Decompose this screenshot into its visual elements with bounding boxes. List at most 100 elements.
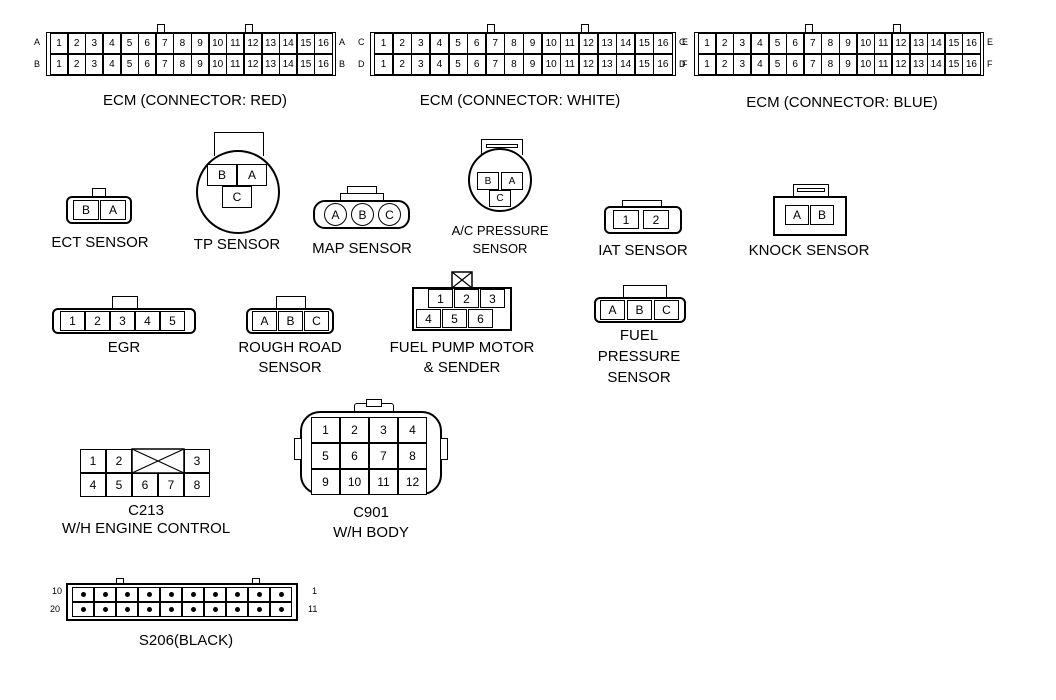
ecm-pin: 11 xyxy=(560,54,580,75)
ecm-pin: 10 xyxy=(208,54,227,75)
ecm-pin: 9 xyxy=(839,54,858,75)
ecm-pin: 3 xyxy=(733,54,752,75)
egr-pin: 5 xyxy=(160,311,185,331)
s206-pin-dot xyxy=(212,592,218,597)
rough-road-label-line1: ROUGH ROAD xyxy=(238,339,342,356)
ecm-pin: 6 xyxy=(786,33,805,54)
ecm-pin: 16 xyxy=(962,54,981,75)
s206-pin-dot xyxy=(190,592,196,597)
c901-pin: 6 xyxy=(340,443,369,469)
ecm-pin: 8 xyxy=(821,54,840,75)
ecm-pin: 13 xyxy=(597,54,617,75)
ecm-row-letter: C xyxy=(679,37,686,47)
ecm-pin: 10 xyxy=(208,33,227,54)
ac-pin: A xyxy=(501,172,523,190)
ecm-pin: 15 xyxy=(296,54,315,75)
s206-corner-label: 10 xyxy=(52,586,63,596)
s206-pin-dot xyxy=(278,592,284,597)
ecm-pin: 14 xyxy=(616,33,636,54)
iat-pin: 1 xyxy=(613,210,639,229)
s206-pin-dot xyxy=(80,607,86,612)
c901-pin: 10 xyxy=(340,469,369,495)
egr-label: EGR xyxy=(107,339,141,356)
ecm-pin: 13 xyxy=(261,54,280,75)
ecm-pin: 12 xyxy=(243,54,262,75)
ecm-row-letter: A xyxy=(34,37,41,47)
ac-pressure-label-line1: A/C PRESSURE xyxy=(451,223,549,238)
ecm-pin: 9 xyxy=(523,54,543,75)
fuel-pressure-label-line1: FUEL xyxy=(619,327,659,344)
s206-pin-dot xyxy=(146,607,152,612)
ecm-pin: 8 xyxy=(821,33,840,54)
ecm-pin: 3 xyxy=(85,54,104,75)
fuel-pump-pin: 4 xyxy=(416,309,441,328)
ecm-pin: 13 xyxy=(909,54,928,75)
ecm-pin: 7 xyxy=(485,33,505,54)
ecm-pin: 6 xyxy=(467,54,487,75)
s206-pin-dot xyxy=(212,607,218,612)
ecm-row-letter: E xyxy=(682,37,689,47)
ecm-latch xyxy=(245,24,254,33)
ecm-pin: 1 xyxy=(374,54,394,75)
c213-pin: 4 xyxy=(80,473,106,497)
ecm-red-label: ECM (CONNECTOR: RED) xyxy=(103,92,287,109)
ecm-pin: 5 xyxy=(768,33,787,54)
ecm-pin: 14 xyxy=(927,33,946,54)
ecm-latch xyxy=(893,24,902,33)
ecm-white-label: ECM (CONNECTOR: WHITE) xyxy=(419,92,621,109)
ecm-pin: 2 xyxy=(392,54,412,75)
tp-pin: C xyxy=(222,186,252,208)
rough-pin: B xyxy=(278,311,303,331)
ecm-row-letter: C xyxy=(358,37,365,47)
fuel-pressure-pin: A xyxy=(600,300,625,320)
c901-pin: 4 xyxy=(398,417,427,443)
ecm-pin: 10 xyxy=(541,54,561,75)
ecm-pin: 16 xyxy=(962,33,981,54)
ect-pin: A xyxy=(100,200,126,220)
ecm-pin: 12 xyxy=(578,33,598,54)
s206-corner-label: 1 xyxy=(312,586,318,596)
ecm-row-letter: B xyxy=(339,59,346,69)
ecm-pin: 14 xyxy=(279,33,298,54)
fuel-pump-pin: 6 xyxy=(468,309,493,328)
ecm-pin: 7 xyxy=(803,54,822,75)
c901-pin: 3 xyxy=(369,417,398,443)
ecm-pin: 12 xyxy=(578,54,598,75)
tp-pin: A xyxy=(237,164,267,186)
ecm-pin: 1 xyxy=(698,33,717,54)
ecm-pin: 12 xyxy=(891,54,910,75)
ecm-pin: 11 xyxy=(226,54,245,75)
ecm-pin: 12 xyxy=(891,33,910,54)
c901-pin: 2 xyxy=(340,417,369,443)
ecm-pin: 1 xyxy=(50,54,69,75)
ecm-pin: 5 xyxy=(768,54,787,75)
ecm-latch xyxy=(805,24,814,33)
ecm-pin: 13 xyxy=(909,33,928,54)
ecm-pin: 15 xyxy=(944,33,963,54)
ecm-pin: 2 xyxy=(715,54,734,75)
ac-pressure-label-line2: SENSOR xyxy=(472,241,528,256)
s206-pin-dot xyxy=(168,592,174,597)
ecm-pin: 9 xyxy=(523,33,543,54)
ecm-latch xyxy=(580,24,589,33)
ecm-pin: 16 xyxy=(653,54,673,75)
ecm-pin: 6 xyxy=(138,54,157,75)
c901-label-line2: W/H BODY xyxy=(333,524,409,541)
ecm-pin: 13 xyxy=(597,33,617,54)
s206-pin-dot xyxy=(234,592,240,597)
ecm-row-letter: D xyxy=(358,59,365,69)
ecm-pin: 2 xyxy=(67,54,86,75)
fuel-pressure-label-line3: SENSOR xyxy=(607,369,671,386)
ecm-pin: 11 xyxy=(560,33,580,54)
ecm-blue-label: ECM (CONNECTOR: BLUE) xyxy=(746,94,938,111)
tp-pin: B xyxy=(207,164,237,186)
ecm-row-letter: A xyxy=(339,37,346,47)
egr-pin: 4 xyxy=(135,311,160,331)
ect-sensor-label: ECT SENSOR xyxy=(51,234,149,251)
ecm-pin: 15 xyxy=(296,33,315,54)
ecm-pin: 15 xyxy=(634,33,654,54)
fuel-pump-pin: 2 xyxy=(454,289,479,308)
ecm-pin: 11 xyxy=(226,33,245,54)
ecm-pin: 1 xyxy=(698,54,717,75)
ecm-pin: 9 xyxy=(191,33,210,54)
